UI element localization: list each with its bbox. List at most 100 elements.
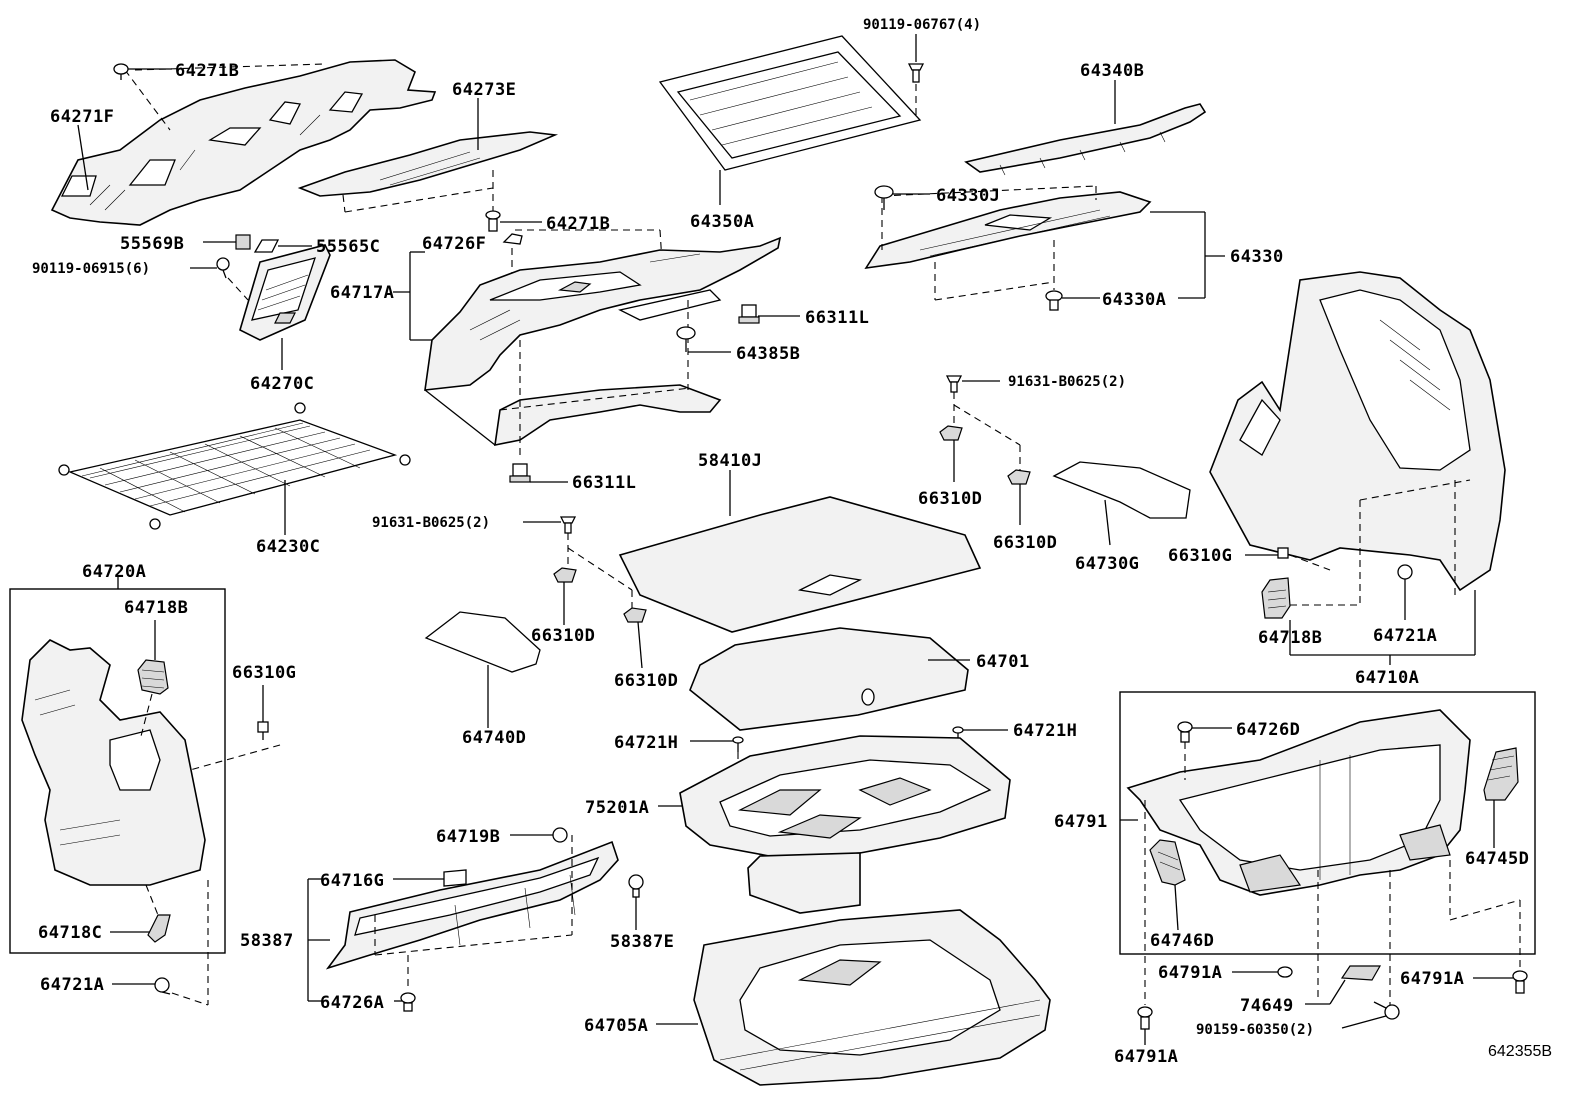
clip-58387E	[628, 874, 644, 898]
label-64718B-a: 64718B	[124, 598, 188, 618]
label-64745D: 64745D	[1465, 849, 1529, 869]
label-66310G-b: 66310G	[1168, 546, 1232, 566]
label-64271F: 64271F	[50, 107, 114, 127]
clip-66310D-a	[939, 425, 963, 441]
label-58387E: 58387E	[610, 932, 674, 952]
part-64716G-drawing	[443, 869, 467, 887]
label-66311L-b: 66311L	[572, 473, 636, 493]
part-64718B-a-drawing	[137, 659, 169, 695]
label-90119-06767: 90119-06767(4)	[863, 17, 981, 33]
part-64271F-drawing	[50, 59, 437, 226]
label-64726A: 64726A	[320, 993, 384, 1013]
clip-64721H-a	[732, 736, 744, 752]
label-64705A: 64705A	[584, 1016, 648, 1036]
clip-64721A-b	[1397, 564, 1413, 588]
label-55565C: 55565C	[316, 237, 380, 257]
label-64271B-a: 64271B	[175, 61, 239, 81]
clip-64726F	[502, 233, 523, 245]
label-64701: 64701	[976, 652, 1030, 672]
clip-64726D	[1177, 721, 1193, 743]
label-64730G: 64730G	[1075, 554, 1139, 574]
label-64720A: 64720A	[82, 562, 146, 582]
part-64740D-drawing	[424, 611, 541, 673]
label-64330A: 64330A	[1102, 290, 1166, 310]
clip-64719B	[552, 827, 568, 843]
label-64340B: 64340B	[1080, 61, 1144, 81]
clip-64330J	[874, 185, 894, 210]
clip-64385B	[676, 326, 696, 352]
clip-64271B-b	[485, 210, 501, 232]
screw-90159-60350	[1373, 1001, 1400, 1020]
part-64746D-drawing	[1149, 839, 1186, 886]
bolt-90119-06915	[216, 257, 230, 279]
box-64791	[1119, 691, 1536, 955]
label-64716G: 64716G	[320, 871, 384, 891]
part-64350A-drawing	[658, 35, 922, 180]
label-64721H-a: 64721H	[614, 733, 678, 753]
label-64791A-b: 64791A	[1158, 963, 1222, 983]
part-75201A-drawing	[679, 735, 1011, 914]
label-64718C: 64718C	[38, 923, 102, 943]
label-90159-60350: 90159-60350(2)	[1196, 1022, 1314, 1038]
bolt-91631-b0625-b	[945, 375, 963, 393]
part-64730G-drawing	[1052, 461, 1191, 519]
label-64230C: 64230C	[256, 537, 320, 557]
label-66310G-a: 66310G	[232, 663, 296, 683]
label-64330: 64330	[1230, 247, 1284, 267]
clip-64721A-a	[154, 977, 171, 995]
label-64270C: 64270C	[250, 374, 314, 394]
label-64746D: 64746D	[1150, 931, 1214, 951]
label-58387: 58387	[240, 931, 294, 951]
part-55569B-drawing	[235, 234, 251, 250]
part-64270C-drawing	[239, 244, 331, 341]
clip-66310G-a	[257, 721, 269, 740]
label-64721H-b: 64721H	[1013, 721, 1077, 741]
bolt-90119-06767	[907, 63, 925, 83]
label-64330J: 64330J	[936, 186, 1000, 206]
clip-66311L-b	[509, 463, 531, 483]
clip-66310D-c	[553, 567, 577, 583]
label-64721A-a: 64721A	[40, 975, 104, 995]
label-64791A-a: 64791A	[1114, 1047, 1178, 1067]
label-66310D-d: 66310D	[614, 671, 678, 691]
part-64718B-b-drawing	[1261, 577, 1291, 619]
clip-64330A	[1045, 290, 1063, 311]
label-64271B-b: 64271B	[546, 214, 610, 234]
label-64721A-b: 64721A	[1373, 626, 1437, 646]
part-64717A-drawing	[424, 236, 782, 447]
part-64340B-drawing	[964, 103, 1207, 176]
part-55565C-drawing	[253, 239, 280, 253]
label-64726F: 64726F	[422, 234, 486, 254]
part-64720A-drawing	[21, 639, 206, 886]
clip-64726A	[400, 992, 416, 1012]
part-64701-drawing	[689, 627, 969, 731]
label-64740D: 64740D	[462, 728, 526, 748]
part-64230C-drawing	[58, 402, 411, 530]
label-55569B: 55569B	[120, 234, 184, 254]
part-64273E-drawing	[297, 131, 559, 197]
clip-64791A-c	[1512, 970, 1528, 994]
label-64717A: 64717A	[330, 283, 394, 303]
part-64705A-drawing	[693, 909, 1051, 1086]
part-64330-drawing	[864, 191, 1152, 270]
label-64791A-c: 64791A	[1400, 969, 1464, 989]
part-58387-drawing	[325, 840, 619, 970]
part-74649-drawing	[1340, 965, 1382, 981]
label-64273E: 64273E	[452, 80, 516, 100]
part-64710A-drawing	[1209, 271, 1506, 592]
diagram-code: 642355B	[1488, 1043, 1552, 1060]
label-74649: 74649	[1240, 996, 1294, 1016]
clip-66311L-a	[738, 304, 760, 324]
label-66310D-a: 66310D	[918, 489, 982, 509]
clip-64791A-b	[1277, 966, 1293, 978]
part-64745D-drawing	[1483, 747, 1519, 801]
part-64718C-drawing	[147, 914, 171, 943]
label-64385B: 64385B	[736, 344, 800, 364]
label-91631-b0625-a: 91631-B0625(2)	[372, 515, 490, 531]
label-66310D-b: 66310D	[993, 533, 1057, 553]
part-58410J-drawing	[618, 496, 982, 633]
label-64719B: 64719B	[436, 827, 500, 847]
clip-66310D-b	[1007, 469, 1031, 485]
